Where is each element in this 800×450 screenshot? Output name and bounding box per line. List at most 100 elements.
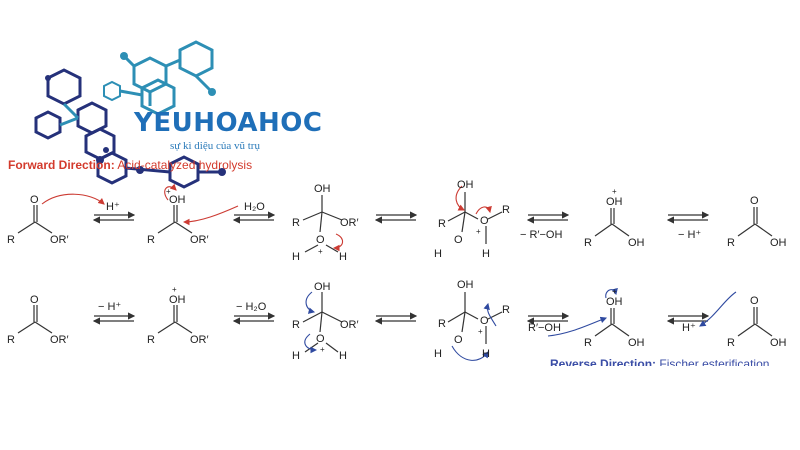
- atom-label: OR′: [190, 334, 209, 346]
- curved-arrow: [332, 233, 344, 252]
- atom-label: H: [434, 248, 442, 260]
- atom-label: OR′: [50, 234, 69, 246]
- forward-heading: Forward Direction: Acid-catalyzed hydrol…: [8, 158, 252, 172]
- atom-label: OH: [314, 183, 331, 195]
- step-label: − H₂O: [236, 301, 267, 313]
- atom-label: R: [727, 237, 735, 249]
- atom-label: H: [339, 251, 347, 263]
- logo-hex: [178, 40, 214, 78]
- curved-arrow: [304, 333, 318, 354]
- atom-label: R: [147, 234, 155, 246]
- charge-label: +: [320, 345, 325, 354]
- atom-label: H: [292, 251, 300, 263]
- atom-label: H: [434, 348, 442, 360]
- curved-arrow: [605, 287, 618, 299]
- curved-arrow: [164, 183, 177, 201]
- logo-hex: [168, 155, 200, 189]
- atom-label: OR′: [340, 217, 359, 229]
- atom-label: H: [482, 348, 490, 360]
- charge-label: +: [478, 327, 483, 336]
- atom-label: O: [316, 333, 325, 345]
- atom-label: OH: [628, 337, 645, 349]
- reverse-subtitle: Fischer esterification: [659, 357, 770, 366]
- logo-wordmark: YEUHOAHOC: [134, 108, 323, 138]
- atom-label: OH: [169, 194, 186, 206]
- step-label: − H⁺: [678, 229, 701, 241]
- forward-subtitle: Acid-catalyzed hydrolysis: [117, 158, 253, 172]
- step-label: H₂O: [244, 201, 265, 213]
- curved-arrow: [182, 205, 239, 226]
- step-label: H⁺: [682, 322, 696, 334]
- curved-arrow: [699, 291, 737, 327]
- atom-label: OH: [606, 196, 623, 208]
- atom-label: O: [480, 215, 489, 227]
- atom-label: H: [292, 350, 300, 362]
- atom-label: O: [30, 294, 39, 306]
- atom-label: R: [292, 319, 300, 331]
- atom-label: R: [147, 334, 155, 346]
- logo-hex: [103, 80, 121, 102]
- atom-label: O: [454, 234, 463, 246]
- atom-label: OH: [606, 296, 623, 308]
- atom-label: O: [750, 295, 759, 307]
- atom-label: OH: [314, 281, 331, 293]
- curved-arrow: [547, 316, 608, 337]
- atom-label: R: [727, 337, 735, 349]
- atom-label: OR′: [190, 234, 209, 246]
- charge-label: +: [172, 285, 177, 294]
- curved-arrow: [483, 302, 497, 327]
- step-label: − H⁺: [98, 301, 121, 313]
- charge-label: +: [166, 187, 171, 196]
- curved-arrow: [475, 205, 492, 215]
- forward-title: Forward Direction: [8, 158, 111, 172]
- atom-label: OH: [169, 294, 186, 306]
- atom-label: R: [584, 237, 592, 249]
- atom-label: O: [316, 234, 325, 246]
- atom-label: OH: [628, 237, 645, 249]
- charge-label: +: [612, 187, 617, 196]
- forward-colon: :: [110, 158, 115, 172]
- logo-tagline: sự kì diệu của vũ trụ: [170, 140, 260, 152]
- logo-hex: [34, 110, 62, 140]
- atom-label: O: [30, 194, 39, 206]
- atom-label: H: [339, 350, 347, 362]
- atom-label: R: [292, 217, 300, 229]
- atom-label: OH: [770, 337, 787, 349]
- step-label: − R′−OH: [520, 229, 562, 241]
- atom-label: R: [7, 334, 15, 346]
- logo-hex: [84, 127, 116, 161]
- step-label: R′−OH: [528, 322, 561, 334]
- logo-hex: [46, 68, 82, 106]
- atom-label: R: [438, 318, 446, 330]
- atom-label: H: [482, 248, 490, 260]
- step-label: H⁺: [106, 201, 120, 213]
- atom-label: OH: [770, 237, 787, 249]
- charge-label: +: [476, 227, 481, 236]
- curved-arrow: [41, 193, 105, 205]
- charge-label: +: [612, 287, 617, 296]
- atom-label: OH: [457, 279, 474, 291]
- logo-hex: [96, 151, 128, 185]
- curved-arrow: [305, 291, 316, 314]
- curved-arrow: [455, 185, 465, 211]
- reverse-heading: Reverse Direction: Fischer esterificatio…: [550, 356, 769, 366]
- atom-label: R: [438, 218, 446, 230]
- reverse-colon: :: [652, 357, 657, 366]
- atom-label: R: [502, 204, 510, 216]
- logo-hex: [140, 78, 176, 116]
- atom-label: O: [750, 195, 759, 207]
- atom-label: OR′: [50, 334, 69, 346]
- atom-label: OH: [457, 179, 474, 191]
- curved-arrow: [451, 345, 489, 361]
- charge-label: +: [318, 247, 323, 256]
- atom-label: R: [502, 304, 510, 316]
- atom-label: R: [7, 234, 15, 246]
- logo-hex: [76, 101, 108, 135]
- reverse-title: Reverse Direction: [550, 357, 653, 366]
- atom-label: O: [454, 334, 463, 346]
- atom-label: R: [584, 337, 592, 349]
- atom-label: OR′: [340, 319, 359, 331]
